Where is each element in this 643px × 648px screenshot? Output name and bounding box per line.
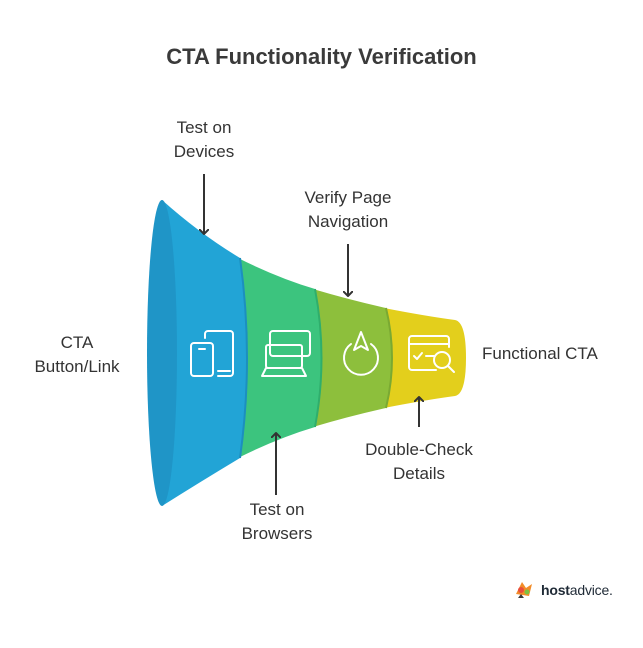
label-cta-button-link: CTA Button/Link xyxy=(34,333,120,376)
funnel-segment-green xyxy=(238,258,322,458)
label-double-check-details: Double-Check Details xyxy=(365,440,473,483)
label-test-on-devices: Test on Devices xyxy=(173,118,235,161)
funnel-segment-yellow xyxy=(384,308,466,408)
label-functional-cta: Functional CTA xyxy=(482,344,598,363)
funnel-mouth xyxy=(147,200,177,506)
page-title: CTA Functionality Verification xyxy=(166,44,477,69)
hostadvice-mascot-icon xyxy=(516,582,532,598)
inspect-icon xyxy=(408,335,455,373)
label-test-on-browsers: Test on Browsers xyxy=(241,500,313,543)
funnel-segment-blue xyxy=(162,200,247,506)
label-verify-page-navigation: Verify Page Navigation xyxy=(304,188,392,231)
funnel-segment-lime xyxy=(313,289,392,427)
hostadvice-logo: hostadvice. xyxy=(512,578,613,602)
navigation-icon xyxy=(343,331,379,376)
laptop-icon xyxy=(261,330,311,377)
devices-icon xyxy=(190,330,234,377)
hostadvice-wordmark: hostadvice. xyxy=(541,582,613,598)
